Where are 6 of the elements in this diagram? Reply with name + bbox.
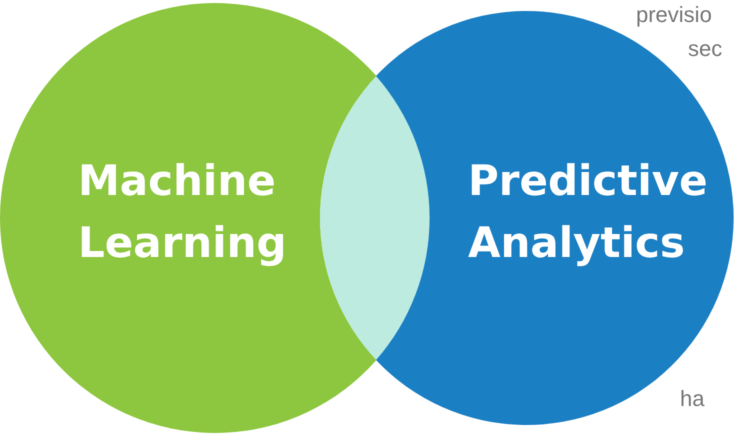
circle-label: Machine Learning [78, 155, 288, 269]
text-fragment: ha [680, 386, 704, 412]
text-fragment: sec [688, 36, 722, 62]
text-fragment: previsio [636, 2, 712, 28]
circle-label: Predictive Analytics [468, 155, 709, 269]
overlap-region [320, 76, 430, 360]
